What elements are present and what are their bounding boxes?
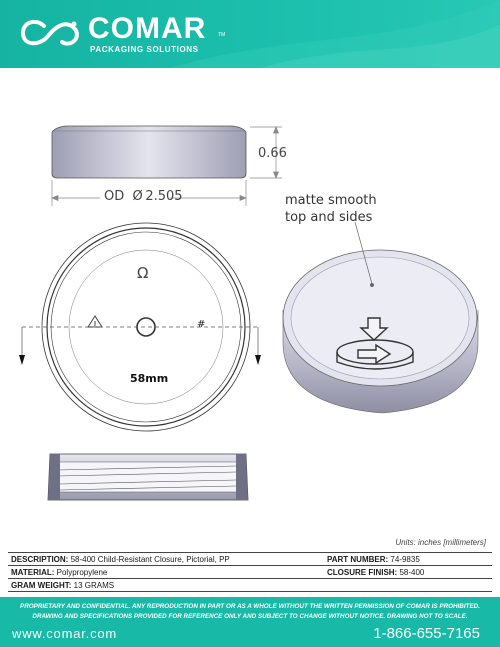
gram-weight-value: 13 GRAMS: [73, 580, 115, 590]
od-dimension: [51, 180, 247, 206]
omega-symbol: Ω: [137, 264, 149, 282]
header-banner: COMAR TM PACKAGING SOLUTIONS: [0, 0, 500, 68]
closure-section-view: [47, 453, 249, 501]
part-number-value: 74-9835: [390, 554, 420, 564]
table-row: DESCRIPTION: 58-400 Child-Resistant Clos…: [8, 552, 492, 566]
push-and-turn-icon: [336, 317, 414, 370]
height-dimension-label: 0.66: [258, 146, 287, 161]
section-line: [19, 326, 261, 365]
technical-drawing: [19, 125, 479, 501]
closure-side-view: [51, 125, 247, 179]
website-link[interactable]: www.comar.com: [12, 626, 118, 641]
infinity-swirl-icon: [21, 19, 79, 46]
closure-3d-view: [282, 249, 479, 414]
material-value: Polypropylene: [56, 567, 108, 577]
height-dimension: [250, 126, 282, 179]
description-value: 58-400 Child-Resistant Closure, Pictoria…: [70, 554, 230, 564]
trademark-mark: TM: [218, 32, 226, 38]
specs-table: DESCRIPTION: 58-400 Child-Resistant Clos…: [8, 552, 492, 592]
table-row: GRAM WEIGHT: 13 GRAMS: [8, 578, 492, 592]
phone-number[interactable]: 1-866-655-7165: [373, 625, 480, 642]
closure-finish-value: 58-400: [399, 567, 425, 577]
units-note: Units: inches [millimeters]: [395, 538, 486, 547]
legal-notice: PROPRIETARY AND CONFIDENTIAL. ANY REPROD…: [20, 603, 480, 620]
brand-tagline: PACKAGING SOLUTIONS: [90, 45, 199, 54]
note-leader: [354, 221, 374, 287]
brand-name: COMAR: [88, 12, 207, 45]
lid-size-label: 58mm: [130, 372, 169, 385]
header-background: [0, 0, 500, 68]
footer-bar: PROPRIETARY AND CONFIDENTIAL. ANY REPROD…: [0, 597, 500, 647]
hash-symbol: #: [197, 319, 206, 330]
outer-diameter-label: OD Ø 2.505: [104, 189, 183, 204]
table-row: MATERIAL: Polypropylene CLOSURE FINISH: …: [8, 565, 492, 579]
recycle-icon: [87, 315, 103, 328]
